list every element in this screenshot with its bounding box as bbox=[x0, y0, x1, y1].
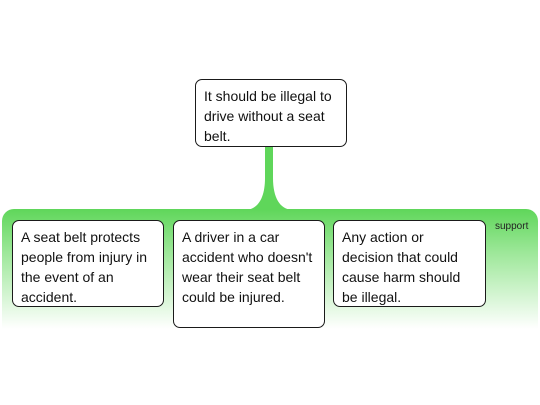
reason-node-1[interactable]: A seat belt protects people from injury … bbox=[12, 220, 164, 307]
support-label: support bbox=[495, 221, 529, 232]
claim-node[interactable]: It should be illegal to drive without a … bbox=[195, 79, 347, 147]
reason-node-2[interactable]: A driver in a car accident who doesn't w… bbox=[173, 220, 325, 328]
reason-node-3[interactable]: Any action or decision that could cause … bbox=[333, 220, 486, 307]
